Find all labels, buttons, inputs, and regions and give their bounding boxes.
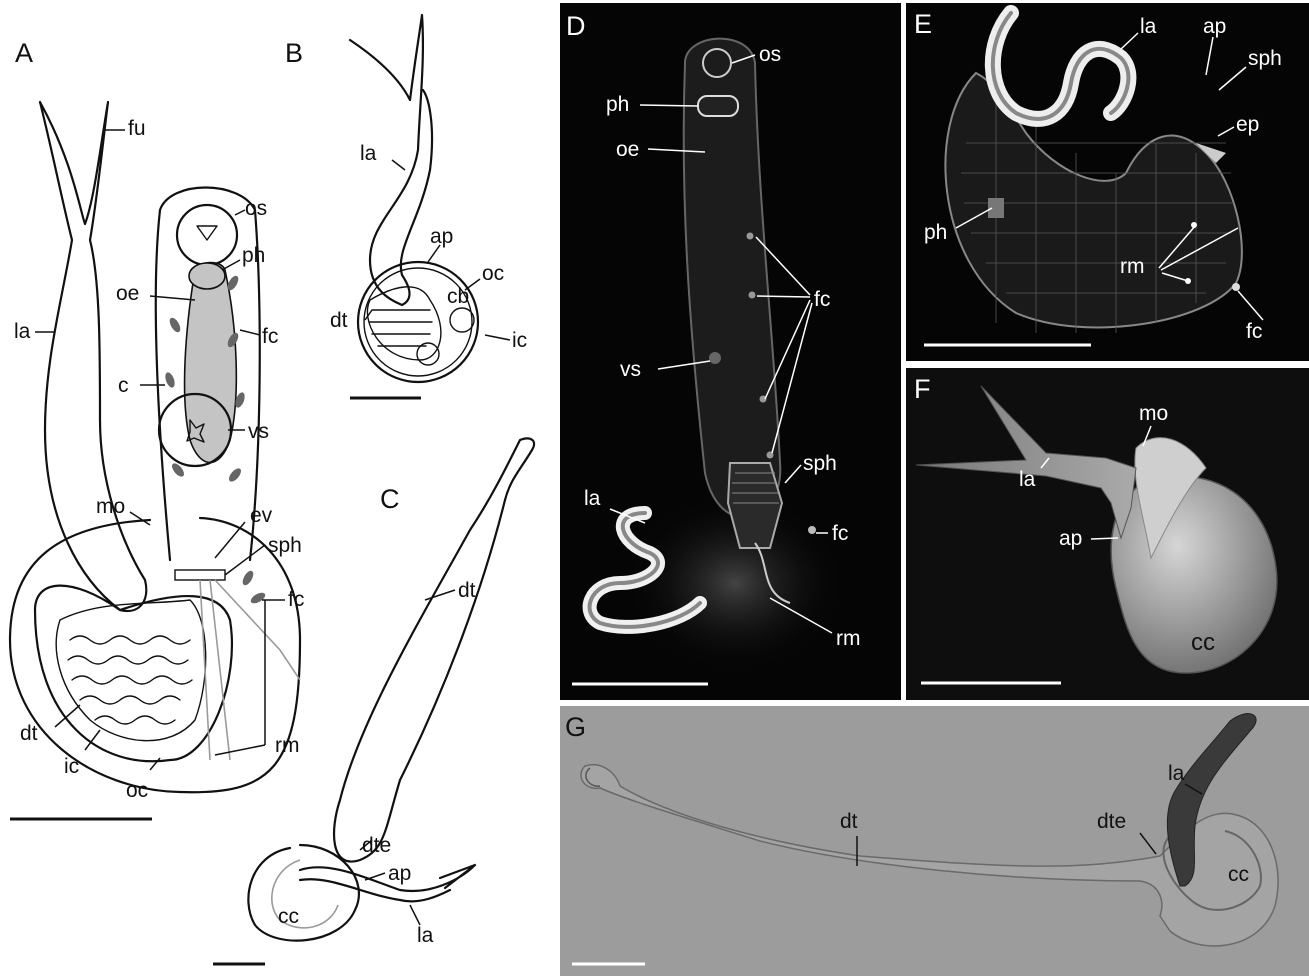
drawing-leaders	[35, 130, 510, 925]
panel-letter-f: F	[914, 374, 931, 404]
e-larva	[993, 13, 1129, 119]
f-label-la: la	[1019, 468, 1036, 491]
micrograph-d-svg: D os ph oe fc vs sph la fc rm	[560, 3, 901, 700]
a-label-sph: sph	[268, 534, 302, 557]
d-label-fc: fc	[814, 288, 830, 311]
b-label-oc: oc	[482, 262, 504, 285]
a-label-vs: vs	[248, 420, 269, 443]
b-label-dt: dt	[330, 309, 348, 332]
e-label-rm: rm	[1120, 255, 1145, 278]
g-label-dte: dte	[1097, 810, 1126, 833]
b-digestive-tract	[367, 287, 440, 360]
a-label-fu: fu	[128, 117, 146, 140]
drawing-b	[350, 15, 478, 398]
d-label-fc2: fc	[832, 522, 848, 545]
f-label-cc: cc	[1191, 629, 1215, 656]
a-label-rm: rm	[275, 734, 300, 757]
micrograph-g-panel: G la dt dte cc	[560, 706, 1309, 976]
b-label-la: la	[360, 142, 377, 165]
a-label-os: os	[245, 197, 267, 220]
a-label-la: la	[14, 320, 31, 343]
d-label-oe: oe	[616, 138, 639, 161]
panel-letter-b: B	[285, 38, 303, 68]
e-label-ap: ap	[1203, 15, 1226, 38]
a-oral-shield	[177, 205, 237, 265]
b-label-ap: ap	[430, 225, 453, 248]
a-label-oe: oe	[116, 282, 139, 305]
c-capsule	[248, 845, 359, 941]
a-larva-body	[40, 102, 146, 611]
b-cell-body	[450, 308, 474, 332]
panel-letter-d: D	[566, 11, 586, 41]
a-pharynx	[189, 263, 225, 289]
line-drawings-panel: A B C fu la os ph oe fc c vs mo ev sph f…	[0, 0, 558, 976]
c-label-dt: dt	[458, 579, 476, 602]
e-label-ep: ep	[1236, 113, 1259, 136]
micrograph-f-svg: F mo la ap cc	[906, 368, 1309, 700]
micrograph-f-panel: F mo la ap cc	[906, 368, 1309, 700]
d-label-ph: ph	[606, 93, 629, 116]
c-label-la: la	[417, 924, 434, 947]
a-label-oc: oc	[126, 779, 148, 802]
a-digestive-tract	[56, 600, 205, 741]
d-label-os: os	[759, 43, 781, 66]
e-label-la: la	[1140, 15, 1157, 38]
panel-letter-a: A	[15, 38, 33, 68]
micrograph-e-svg: E la ap sph ep ph rm fc	[906, 3, 1309, 361]
panel-letter-g: G	[565, 712, 586, 742]
d-label-vs: vs	[620, 358, 641, 381]
b-label-cb: cb	[447, 285, 469, 308]
c-digestive-tract	[334, 438, 534, 861]
micrograph-d-panel: D os ph oe fc vs sph la fc rm	[560, 3, 901, 700]
a-label-fc2: fc	[288, 588, 304, 611]
f-label-ap: ap	[1059, 527, 1082, 550]
b-label-ic: ic	[512, 329, 527, 352]
d-pharynx	[698, 96, 738, 116]
d-label-la: la	[584, 487, 601, 510]
f-label-mo: mo	[1139, 402, 1168, 425]
g-label-la: la	[1168, 762, 1185, 785]
e-label-sph: sph	[1248, 47, 1282, 70]
a-label-mo: mo	[96, 495, 125, 518]
a-label-c: c	[118, 374, 129, 397]
a-outer-capsule	[10, 518, 300, 792]
a-label-fc: fc	[262, 325, 278, 348]
c-label-dte: dte	[362, 834, 391, 857]
f-larva	[916, 386, 1136, 538]
a-label-dt: dt	[20, 722, 38, 745]
c-label-ap: ap	[388, 862, 411, 885]
e-label-ph: ph	[924, 221, 947, 244]
micrograph-e-panel: E la ap sph ep ph rm fc	[906, 3, 1309, 361]
panel-letter-e: E	[914, 9, 932, 39]
line-drawings-svg: A B C fu la os ph oe fc c vs mo ev sph f…	[0, 0, 558, 976]
a-label-ev: ev	[250, 504, 273, 527]
micrograph-g-svg: G la dt dte cc	[560, 706, 1309, 976]
e-label-fc: fc	[1246, 320, 1262, 343]
a-label-ic: ic	[64, 755, 79, 778]
panel-letter-c: C	[380, 484, 400, 514]
d-label-sph: sph	[803, 452, 837, 475]
g-label-dt: dt	[840, 810, 858, 833]
g-label-cc: cc	[1228, 863, 1249, 886]
c-label-cc: cc	[278, 905, 299, 928]
a-label-ph: ph	[242, 244, 265, 267]
d-label-rm: rm	[836, 627, 861, 650]
